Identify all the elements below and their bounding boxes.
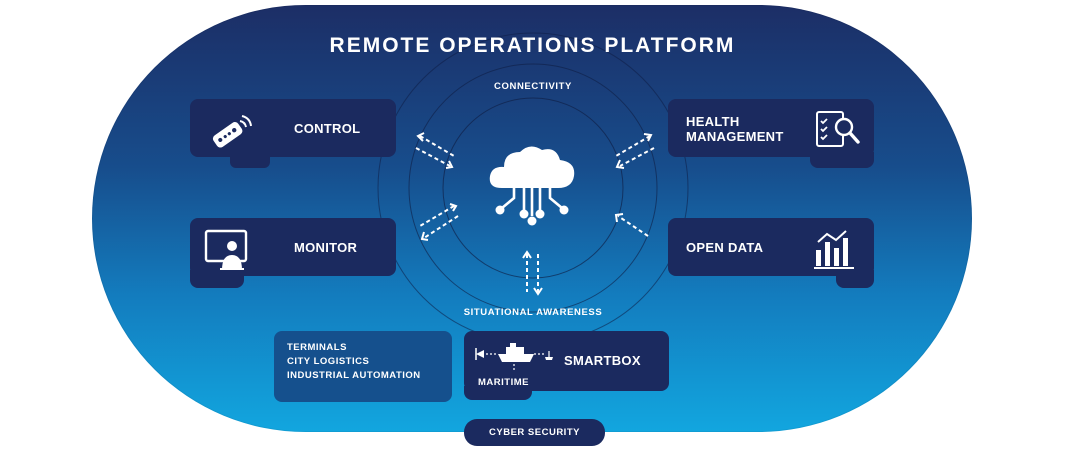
health-card-tab [810, 152, 874, 168]
control-card-tab [230, 152, 270, 168]
open-data-connection-arrow [614, 213, 649, 237]
health-management-card: HEALTH MANAGEMENT [668, 99, 874, 157]
application-industrial-automation: INDUSTRIAL AUTOMATION [287, 370, 421, 381]
remote-control-icon [206, 110, 256, 161]
smartbox-card: SMARTBOX MARITIME [464, 331, 669, 391]
situational-awareness-label: SITUATIONAL AWARENESS [463, 307, 603, 318]
cloud-network-icon [484, 140, 580, 235]
health-management-label: HEALTH MANAGEMENT [686, 114, 784, 144]
control-label: CONTROL [294, 121, 361, 136]
bar-chart-icon [812, 228, 856, 275]
open-data-label: OPEN DATA [686, 240, 764, 255]
ship-icon [472, 340, 558, 379]
document-magnifier-icon [814, 109, 862, 156]
control-card: CONTROL [190, 99, 396, 157]
open-data-card: OPEN DATA [668, 218, 874, 276]
open-data-card-tab [836, 270, 874, 288]
monitor-connection-arrow [419, 203, 459, 241]
health-connection-arrow [615, 133, 655, 169]
monitor-card-tab [190, 270, 244, 288]
health-label-line1: HEALTH [686, 114, 740, 129]
monitor-label: MONITOR [294, 240, 358, 255]
connectivity-label: CONNECTIVITY [494, 81, 572, 92]
health-label-line2: MANAGEMENT [686, 129, 784, 144]
page-title: REMOTE OPERATIONS PLATFORM [329, 34, 736, 57]
applications-card: TERMINALS CITY LOGISTICS INDUSTRIAL AUTO… [274, 331, 452, 402]
maritime-label: MARITIME [478, 377, 529, 388]
application-terminals: TERMINALS [287, 342, 347, 353]
application-city-logistics: CITY LOGISTICS [287, 356, 370, 367]
smartbox-label: SMARTBOX [564, 353, 641, 368]
smartbox-connection-arrow [522, 250, 543, 296]
monitor-card: MONITOR [190, 218, 396, 276]
smartbox-card-tab [464, 386, 532, 400]
control-connection-arrow [415, 132, 455, 169]
monitor-person-icon [204, 228, 252, 279]
cyber-security-badge: CYBER SECURITY [464, 419, 605, 446]
